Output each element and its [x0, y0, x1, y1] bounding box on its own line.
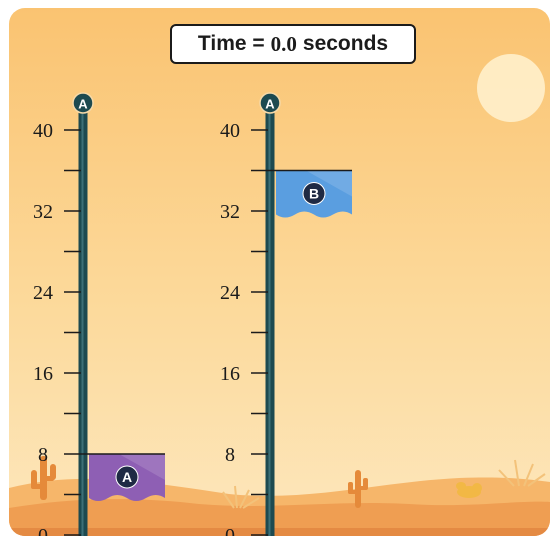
flag-a: A — [81, 453, 165, 501]
tick-label: 16 — [33, 363, 53, 385]
flag-badge-label: B — [309, 186, 319, 202]
flagpole-right: 0 8 16 24 32 40 A B — [220, 92, 352, 536]
tick-label: 8 — [225, 444, 235, 466]
flag-badge-label: A — [122, 469, 132, 485]
flag-badge — [115, 465, 139, 489]
cactus-icon — [348, 470, 368, 508]
pole-highlight — [81, 108, 84, 536]
flag-shade — [306, 170, 352, 197]
time-label: Time = — [197, 32, 265, 55]
pole-highlight — [268, 108, 271, 536]
flag-badge — [302, 182, 326, 205]
time-unit: seconds — [302, 32, 389, 55]
tick-label: 0 — [38, 525, 48, 536]
tick-label: 32 — [220, 201, 240, 223]
tick-label: 16 — [220, 363, 240, 385]
tick-label: 40 — [220, 120, 240, 142]
pole-cap-badge — [72, 92, 94, 114]
tick-label: 24 — [220, 282, 240, 304]
time-readout: Time = 0.0 seconds — [170, 24, 416, 64]
tick-label: 0 — [225, 525, 235, 536]
shrub-icon — [456, 482, 482, 498]
tick-label: 8 — [38, 444, 48, 466]
near-dune — [9, 499, 550, 536]
pole-cap-label: A — [265, 97, 275, 112]
tick-label: 24 — [33, 282, 53, 304]
ground-strip — [9, 528, 550, 536]
shrub-icon — [222, 459, 546, 509]
tick-label: 40 — [33, 120, 53, 142]
flag-shade — [119, 454, 165, 480]
desert-background — [9, 8, 550, 536]
flag-b: B — [268, 169, 352, 218]
pole-cap-label: A — [78, 97, 88, 112]
time-value: 0.0 — [270, 31, 297, 56]
cactus-icon — [31, 456, 56, 500]
tick-label: 32 — [33, 201, 53, 223]
pole-cap-badge — [259, 92, 281, 114]
sun-icon — [477, 54, 545, 122]
